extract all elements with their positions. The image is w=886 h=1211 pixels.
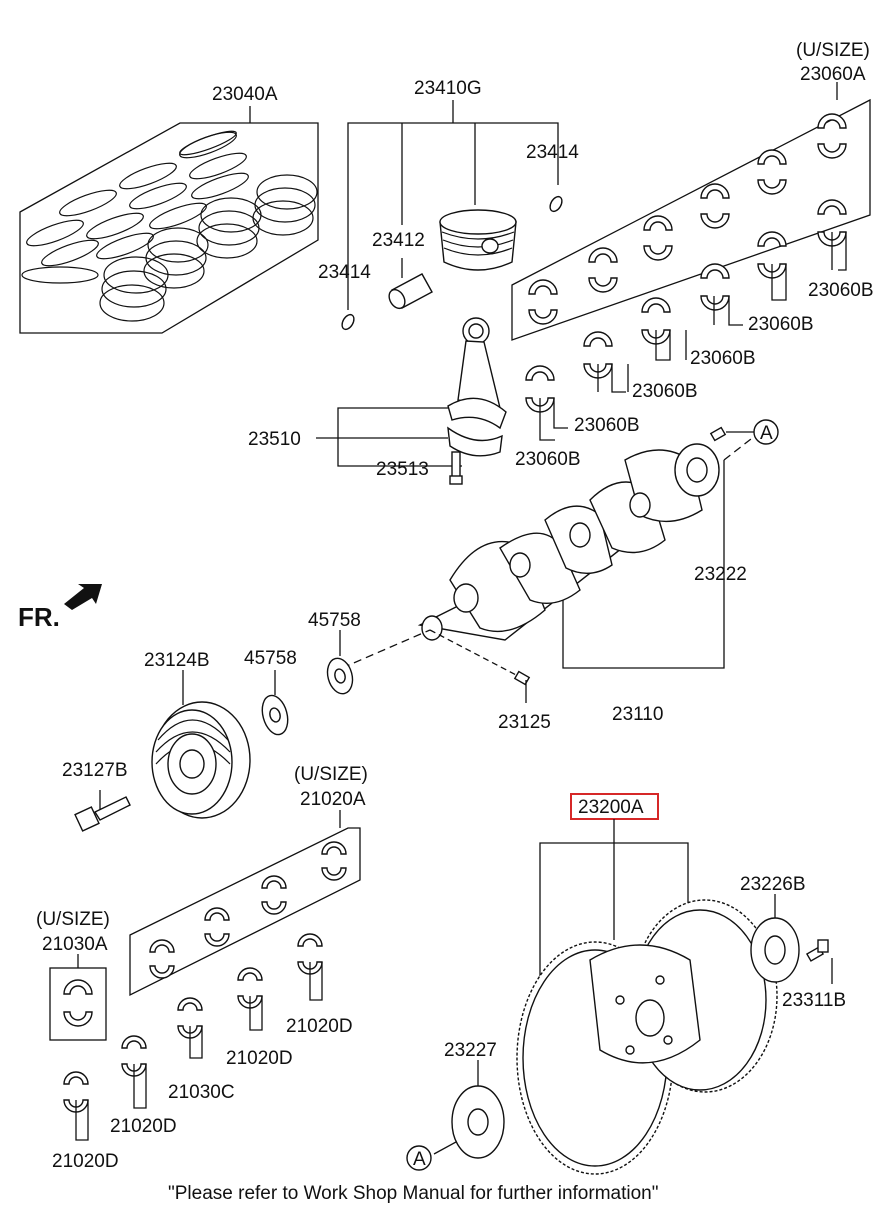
label-23510: 23510	[248, 429, 301, 450]
label-23200A: 23200A	[578, 797, 644, 818]
label-21020D-4: 21020D	[52, 1151, 119, 1172]
label-23110: 23110	[612, 704, 663, 725]
label-23125: 23125	[498, 712, 551, 733]
label-23060B-5: 23060B	[574, 415, 640, 436]
label-ref-a-bottom: A	[413, 1149, 426, 1170]
label-usize-top: (U/SIZE)	[796, 40, 870, 61]
front-label: FR.	[18, 602, 60, 632]
reference-circle-a-bottom	[406, 1145, 432, 1171]
label-23060B-4: 23060B	[632, 381, 698, 402]
label-23414-top: 23414	[526, 142, 579, 163]
label-23040A: 23040A	[212, 84, 278, 105]
main-bearing-leaders	[539, 232, 847, 441]
flywheel-assembly-23200A	[433, 793, 833, 1175]
label-23410G: 23410G	[414, 78, 482, 99]
washer-45758	[261, 630, 354, 736]
label-21020D-2: 21020D	[226, 1048, 293, 1069]
damper-pulley-23124B	[74, 670, 251, 832]
label-23127B: 23127B	[62, 760, 128, 781]
label-ref-a-top: A	[760, 423, 773, 444]
part-labels: 23040A 23410G 23414 23412 23414 (U/SIZE)…	[36, 40, 874, 1204]
reference-circle-a-top	[753, 419, 779, 445]
label-usize-left: (U/SIZE)	[36, 909, 110, 930]
label-23414-left: 23414	[318, 262, 371, 283]
label-23412: 23412	[372, 230, 425, 251]
label-23311B: 23311B	[782, 990, 846, 1011]
label-21020D-3: 21020D	[110, 1116, 177, 1137]
label-21020A: 21020A	[300, 789, 366, 810]
front-direction-arrow: FR.	[18, 584, 102, 632]
label-23060B-6: 23060B	[515, 449, 581, 470]
label-21020D-1: 21020D	[286, 1016, 353, 1037]
label-45758-left: 45758	[244, 648, 297, 669]
label-23226B: 23226B	[740, 874, 806, 895]
piston-assembly-23410G	[341, 100, 563, 331]
label-45758-top: 45758	[308, 610, 361, 631]
crankshaft-23110	[341, 426, 761, 703]
label-23060B-1: 23060B	[808, 280, 874, 301]
label-23060B-2: 23060B	[748, 314, 814, 335]
label-23124B: 23124B	[144, 650, 210, 671]
label-23060A: 23060A	[800, 64, 866, 85]
conrod-bearing-pairs-21020D	[63, 933, 323, 1113]
label-23513: 23513	[376, 459, 429, 480]
conrod-bearing-leaders	[75, 962, 323, 1141]
main-bearing-set-23060A	[511, 82, 871, 341]
thrust-bearing-21030A	[49, 954, 107, 1041]
footer-note: "Please refer to Work Shop Manual for fu…	[168, 1183, 658, 1204]
label-23227: 23227	[444, 1040, 497, 1061]
conrod-bearing-set-21020A	[129, 810, 361, 997]
label-usize-mid: (U/SIZE)	[294, 764, 368, 785]
label-23060B-3: 23060B	[690, 348, 756, 369]
connecting-rod-23510	[316, 317, 507, 485]
label-21030C: 21030C	[168, 1082, 235, 1103]
label-21030A: 21030A	[42, 934, 108, 955]
label-23222: 23222	[694, 564, 747, 585]
piston-ring-set-23040A	[19, 106, 319, 334]
